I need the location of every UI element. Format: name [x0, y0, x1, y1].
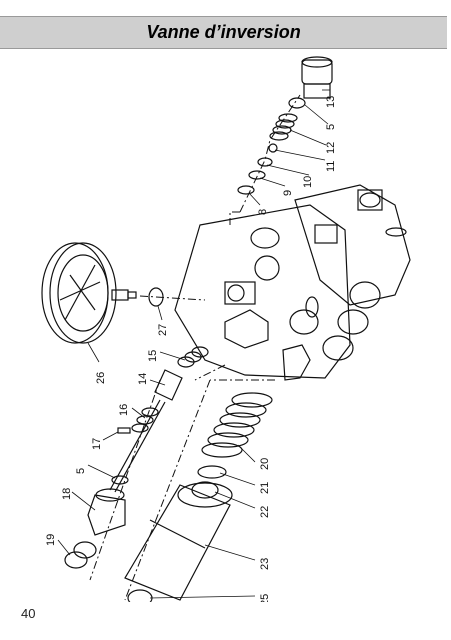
spring-20	[201, 392, 273, 458]
o-ring-5-top	[288, 97, 306, 109]
callout-label: 8	[257, 209, 269, 215]
callout-label: 22	[259, 506, 271, 518]
valve-body	[174, 184, 411, 381]
o-ring-8	[237, 185, 255, 195]
callout-label: 18	[61, 488, 73, 500]
callout-label: 20	[259, 458, 271, 470]
callout-label: 19	[45, 534, 57, 546]
nuts-19	[64, 541, 97, 569]
piston-assembly	[109, 346, 209, 493]
callout-label: 11	[325, 161, 337, 172]
callout-label: 12	[325, 142, 337, 154]
title-bar: Vanne d’inversion	[0, 16, 447, 49]
page-number: 40	[21, 606, 36, 621]
callout-label: 27	[157, 324, 169, 336]
callout-label: 14	[137, 373, 149, 385]
cylinder-23	[124, 482, 233, 601]
callout-label: 23	[259, 558, 271, 570]
nut-25	[127, 589, 153, 602]
washer-21	[197, 465, 227, 479]
ball-11	[268, 143, 278, 153]
callout-label: 17	[91, 438, 103, 450]
callout-label: 10	[302, 176, 314, 188]
pressure-gauge	[41, 242, 137, 344]
callout-label: 5	[75, 468, 87, 474]
callout-label: 16	[118, 404, 130, 416]
callout-label: 9	[282, 190, 294, 196]
exploded-parts-diagram: 13 5 12 11 10 9 8 27 26 15 14 16 17 5 18…	[41, 56, 411, 602]
callout-label: 15	[147, 350, 159, 362]
fitting-13	[301, 56, 333, 99]
callout-label: 26	[95, 372, 107, 384]
spring-12	[269, 113, 298, 141]
callout-label: 25	[259, 594, 271, 602]
seat-10	[257, 157, 273, 167]
page-title: Vanne d’inversion	[146, 22, 301, 42]
nut-18	[87, 488, 126, 536]
washer-9	[248, 170, 266, 180]
callout-label: 21	[259, 482, 271, 494]
callout-label: 13	[325, 96, 337, 108]
callout-label: 5	[325, 124, 337, 130]
